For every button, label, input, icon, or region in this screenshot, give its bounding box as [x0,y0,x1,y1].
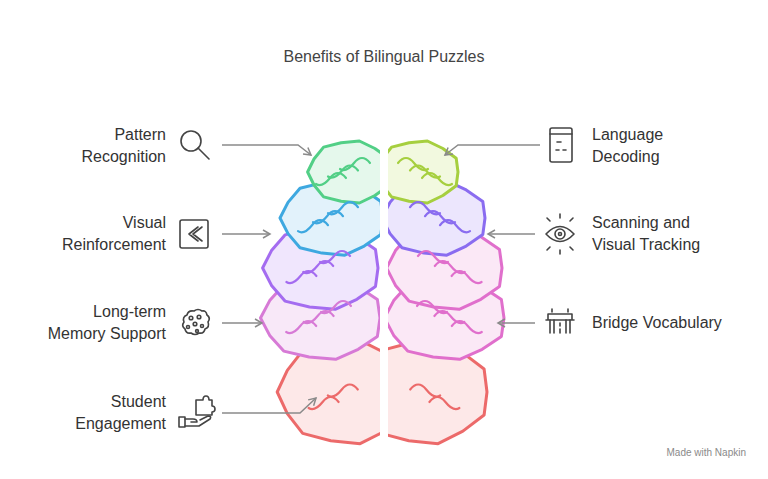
brain-folds [286,158,482,409]
abc-book-icon [550,128,572,162]
brain-fold [429,397,459,409]
right-hemisphere [388,141,504,444]
brain-fold [440,220,470,232]
benefit-label: Student Engagement [62,391,166,435]
leader-lines [222,145,540,413]
brain-lobe [388,141,458,203]
eye-icon [546,214,574,254]
benefit-label: Visual Reinforcement [46,212,166,256]
leader-line [222,322,262,324]
hand-puzzle-icon [179,396,215,427]
benefit-label: Long-term Memory Support [42,301,166,345]
brain-fold [452,321,482,333]
benefit-label: Language Decoding [592,124,684,168]
benefit-label: Pattern Recognition [66,124,166,168]
brain-lobe [308,141,380,203]
chevron-box-icon [180,220,208,248]
benefit-label: Scanning and Visual Tracking [592,212,710,256]
leader-line [498,322,535,324]
brain-fold [422,173,452,185]
brain-fold [309,397,339,409]
benefit-label: Bridge Vocabulary [592,312,762,334]
brain-fold [286,271,316,283]
leader-line [222,398,316,413]
brain-fold [298,220,328,232]
brain-fold [286,321,316,333]
leader-line [222,145,311,155]
brain-fold [410,385,440,397]
leader-line [222,233,270,235]
bridge-icon [546,309,574,333]
memory-icon [183,310,210,335]
leader-line [488,233,535,235]
icons [179,128,574,427]
brain-fold [316,173,346,185]
magnifier-icon [181,131,209,159]
brain-fold [328,385,358,397]
left-hemisphere [261,141,381,444]
watermark: Made with Napkin [667,447,746,459]
diagram-title: Benefits of Bilingual Puzzles [0,46,768,68]
brain-fold [452,271,482,283]
leader-line [445,145,540,155]
